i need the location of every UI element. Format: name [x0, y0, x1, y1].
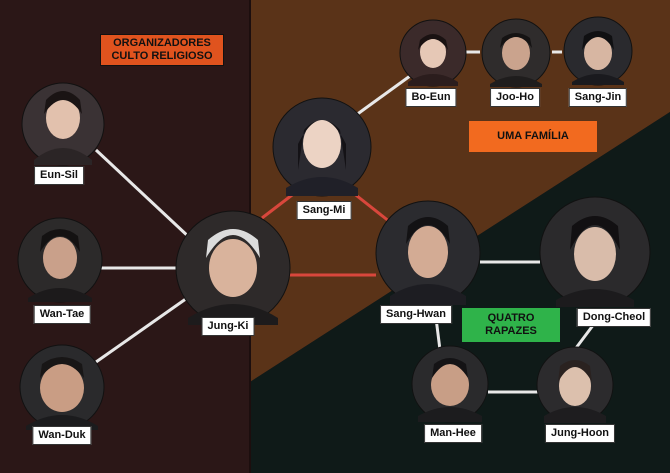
portrait-man-hee: [411, 345, 489, 423]
boys-group-label: QUATRO RAPAZES: [462, 308, 560, 342]
link-jung-hoon-dong-cheol: [574, 323, 596, 349]
name-label-eun-sil: Eun-Sil: [34, 166, 84, 185]
name-label-man-hee: Man-Hee: [424, 424, 482, 443]
link-jung-ki-sang-mi: [261, 190, 297, 220]
name-label-sang-jin: Sang-Jin: [568, 88, 628, 107]
portrait-eun-sil: [21, 82, 105, 166]
name-label-wan-tae: Wan-Tae: [33, 305, 91, 324]
family-region: [250, 0, 670, 382]
portrait-sang-jin: [563, 16, 633, 86]
family-group-label: UMA FAMÍLIA: [469, 121, 597, 152]
name-label-wan-duk: Wan-Duk: [32, 426, 92, 445]
name-label-jung-ki: Jung-Ki: [201, 317, 255, 336]
name-label-jung-hoon: Jung-Hoon: [544, 424, 616, 443]
portrait-dong-cheol: [539, 196, 651, 308]
portrait-jung-hoon: [536, 346, 614, 424]
links: [94, 50, 596, 394]
link-sang-mi-sang-hwan: [351, 190, 391, 224]
portrait-wan-duk: [19, 344, 105, 430]
name-label-bo-eun: Bo-Eun: [405, 88, 457, 107]
link-wan-duk-jung-ki: [95, 294, 191, 364]
portrait-bo-eun: [399, 19, 467, 87]
portrait-wan-tae: [17, 217, 103, 303]
portrait-jung-ki: [175, 210, 291, 326]
portrait-joo-ho: [481, 18, 551, 88]
organizers-group-label: ORGANIZADORES CULTO RELIGIOSO: [100, 34, 224, 66]
name-label-joo-ho: Joo-Ho: [490, 88, 540, 107]
portrait-sang-hwan: [375, 200, 481, 306]
name-label-dong-cheol: Dong-Cheol: [576, 308, 652, 327]
portrait-sang-mi: [272, 97, 372, 197]
link-eun-sil-jung-ki: [94, 148, 192, 240]
name-label-sang-hwan: Sang-Hwan: [380, 305, 452, 324]
name-label-sang-mi: Sang-Mi: [296, 201, 352, 220]
link-sang-mi-bo-eun: [351, 74, 411, 120]
